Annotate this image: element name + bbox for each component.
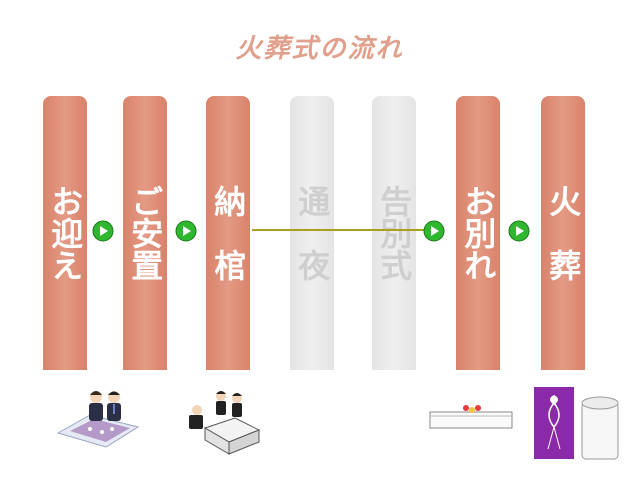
next-arrow-icon	[508, 220, 530, 242]
step-label: 告別式	[375, 185, 414, 281]
urn-illustration	[534, 387, 619, 460]
pickup-illustration	[56, 391, 140, 448]
step-owakare: お別れ	[456, 96, 500, 370]
farewell-coffin-illustration	[429, 405, 513, 429]
step-kaso: 火 葬	[541, 96, 585, 370]
step-label: 通 夜	[293, 185, 332, 281]
step-omukae: お迎え	[43, 96, 87, 370]
step-label: 火 葬	[544, 185, 583, 281]
step-label: お迎え	[46, 185, 85, 281]
step-goanchi: ご安置	[123, 96, 167, 370]
next-arrow-icon	[175, 220, 197, 242]
next-arrow-icon	[423, 220, 445, 242]
diagram-title: 火葬式の流れ	[235, 34, 404, 64]
step-nokan: 納 棺	[206, 96, 250, 370]
step-label: お別れ	[459, 185, 498, 281]
step-label: ご安置	[126, 185, 165, 281]
next-arrow-icon	[92, 220, 114, 242]
step-label: 納 棺	[209, 185, 248, 281]
encoffining-illustration	[189, 391, 260, 455]
skip-connector-line	[252, 229, 432, 231]
step-kokubetsushiki: 告別式	[372, 96, 416, 370]
step-tsuya: 通 夜	[290, 96, 334, 370]
